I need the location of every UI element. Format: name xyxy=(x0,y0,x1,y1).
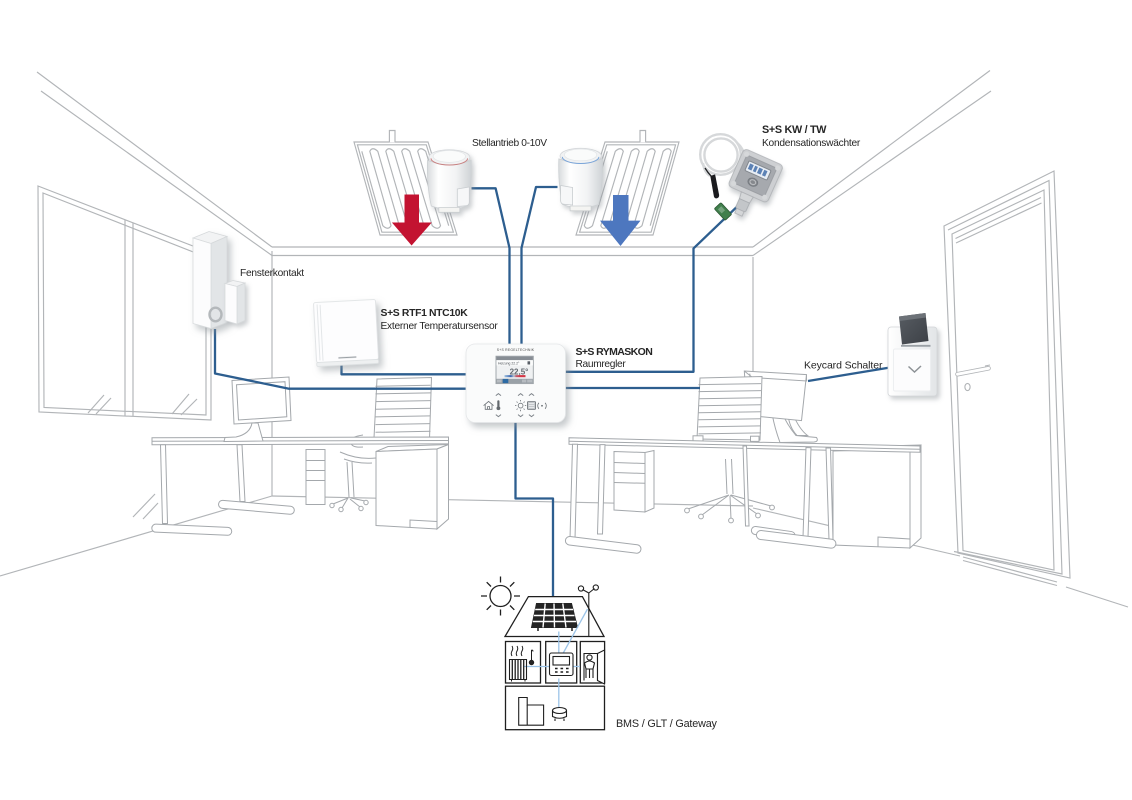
svg-text:S+S KW / TW: S+S KW / TW xyxy=(762,124,827,136)
svg-text:Fensterkontakt: Fensterkontakt xyxy=(240,268,304,279)
svg-text:Keycard Schalter: Keycard Schalter xyxy=(804,360,883,372)
svg-text:S+S RTF1 NTC10K: S+S RTF1 NTC10K xyxy=(381,308,469,319)
svg-text:Kondensationswächter: Kondensationswächter xyxy=(762,138,861,149)
svg-text:Stellantrieb 0-10V: Stellantrieb 0-10V xyxy=(472,138,547,149)
svg-text:Heizung 22.2°: Heizung 22.2° xyxy=(498,362,520,366)
svg-text:S+S REGELTECHNIK: S+S REGELTECHNIK xyxy=(497,348,535,352)
svg-text:22,5°: 22,5° xyxy=(510,368,529,377)
svg-text:Raumregler: Raumregler xyxy=(576,359,627,370)
svg-text:S+S RYMASKON: S+S RYMASKON xyxy=(576,346,653,358)
svg-text:BMS / GLT / Gateway: BMS / GLT / Gateway xyxy=(616,718,718,730)
svg-text:Externer Temperatursensor: Externer Temperatursensor xyxy=(381,321,499,332)
